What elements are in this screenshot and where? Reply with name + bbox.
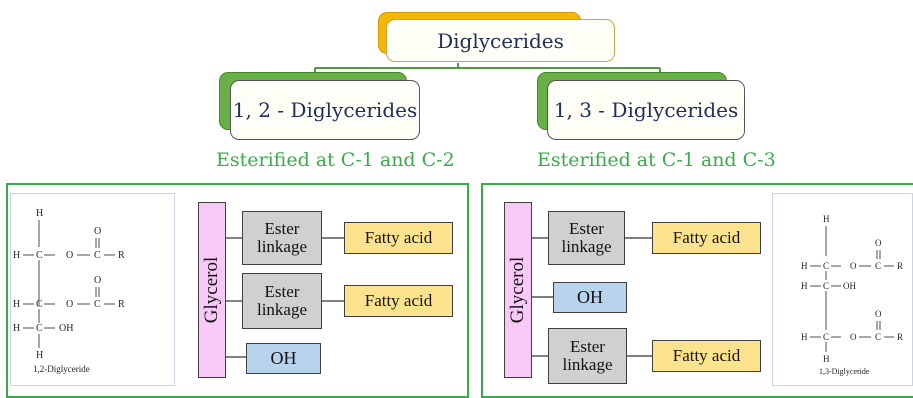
svg-text:O: O xyxy=(66,250,73,261)
fatty-acid-right-1: Fatty acid xyxy=(652,222,761,254)
svg-text:O: O xyxy=(66,299,73,310)
svg-text:R: R xyxy=(118,299,125,310)
fatty-acid-left-2: Fatty acid xyxy=(344,285,453,317)
branch-right-node: 1, 3 - Diglycerides xyxy=(547,80,745,140)
svg-text:C: C xyxy=(875,332,881,342)
structure-left: H H C O C R O O H C O C R xyxy=(10,193,175,386)
svg-text:R: R xyxy=(118,250,125,261)
svg-text:C: C xyxy=(36,299,43,310)
svg-text:C: C xyxy=(823,281,829,291)
svg-text:H: H xyxy=(801,332,808,342)
svg-text:O: O xyxy=(94,275,101,286)
svg-text:OH: OH xyxy=(843,281,856,291)
structure-left-caption: 1,2-Diglyceride xyxy=(33,364,90,374)
fatty-acid-left-1: Fatty acid xyxy=(344,222,453,254)
root-node-label: Diglycerides xyxy=(437,28,564,53)
glycerol-box-right: Glycerol xyxy=(504,202,532,378)
svg-text:H: H xyxy=(36,350,43,361)
svg-text:O: O xyxy=(875,309,882,319)
branch-left-label: 1, 2 - Diglycerides xyxy=(232,98,418,122)
svg-text:H: H xyxy=(823,354,830,364)
structure-right: H H C O C R O H C OH O H C xyxy=(772,193,913,386)
svg-text:H: H xyxy=(801,281,808,291)
svg-text:O: O xyxy=(850,261,857,271)
svg-text:O: O xyxy=(94,226,101,237)
caption-left: Esterified at C-1 and C-2 xyxy=(216,149,455,171)
structure-right-drawing: H H C O C R O H C OH O H C xyxy=(801,214,903,376)
branch-right-label: 1, 3 - Diglycerides xyxy=(553,98,739,122)
svg-text:C: C xyxy=(875,261,881,271)
caption-right: Esterified at C-1 and C-3 xyxy=(537,149,776,171)
svg-text:C: C xyxy=(94,299,101,310)
svg-text:OH: OH xyxy=(59,323,73,334)
svg-text:R: R xyxy=(897,261,903,271)
svg-text:C: C xyxy=(823,261,829,271)
fatty-acid-right-2: Fatty acid xyxy=(652,340,761,372)
svg-text:H: H xyxy=(801,261,808,271)
svg-text:C: C xyxy=(94,250,101,261)
branch-left-node: 1, 2 - Diglycerides xyxy=(230,80,420,140)
svg-text:C: C xyxy=(36,323,43,334)
svg-text:O: O xyxy=(875,238,882,248)
oh-box-left: OH xyxy=(246,343,321,374)
structure-left-drawing: H H C O C R O O H C O C R xyxy=(13,208,125,374)
svg-text:H: H xyxy=(13,323,20,334)
svg-text:H: H xyxy=(36,208,43,219)
svg-text:H: H xyxy=(13,250,20,261)
glycerol-box-left: Glycerol xyxy=(198,202,226,378)
root-node: Diglycerides xyxy=(386,19,615,62)
structure-right-caption: 1,3-Diglyceride xyxy=(819,367,870,376)
svg-text:C: C xyxy=(36,250,43,261)
svg-text:C: C xyxy=(823,332,829,342)
oh-box-right: OH xyxy=(553,282,627,313)
svg-text:H: H xyxy=(823,214,830,224)
svg-text:H: H xyxy=(13,299,20,310)
svg-text:O: O xyxy=(850,332,857,342)
svg-text:R: R xyxy=(897,332,903,342)
